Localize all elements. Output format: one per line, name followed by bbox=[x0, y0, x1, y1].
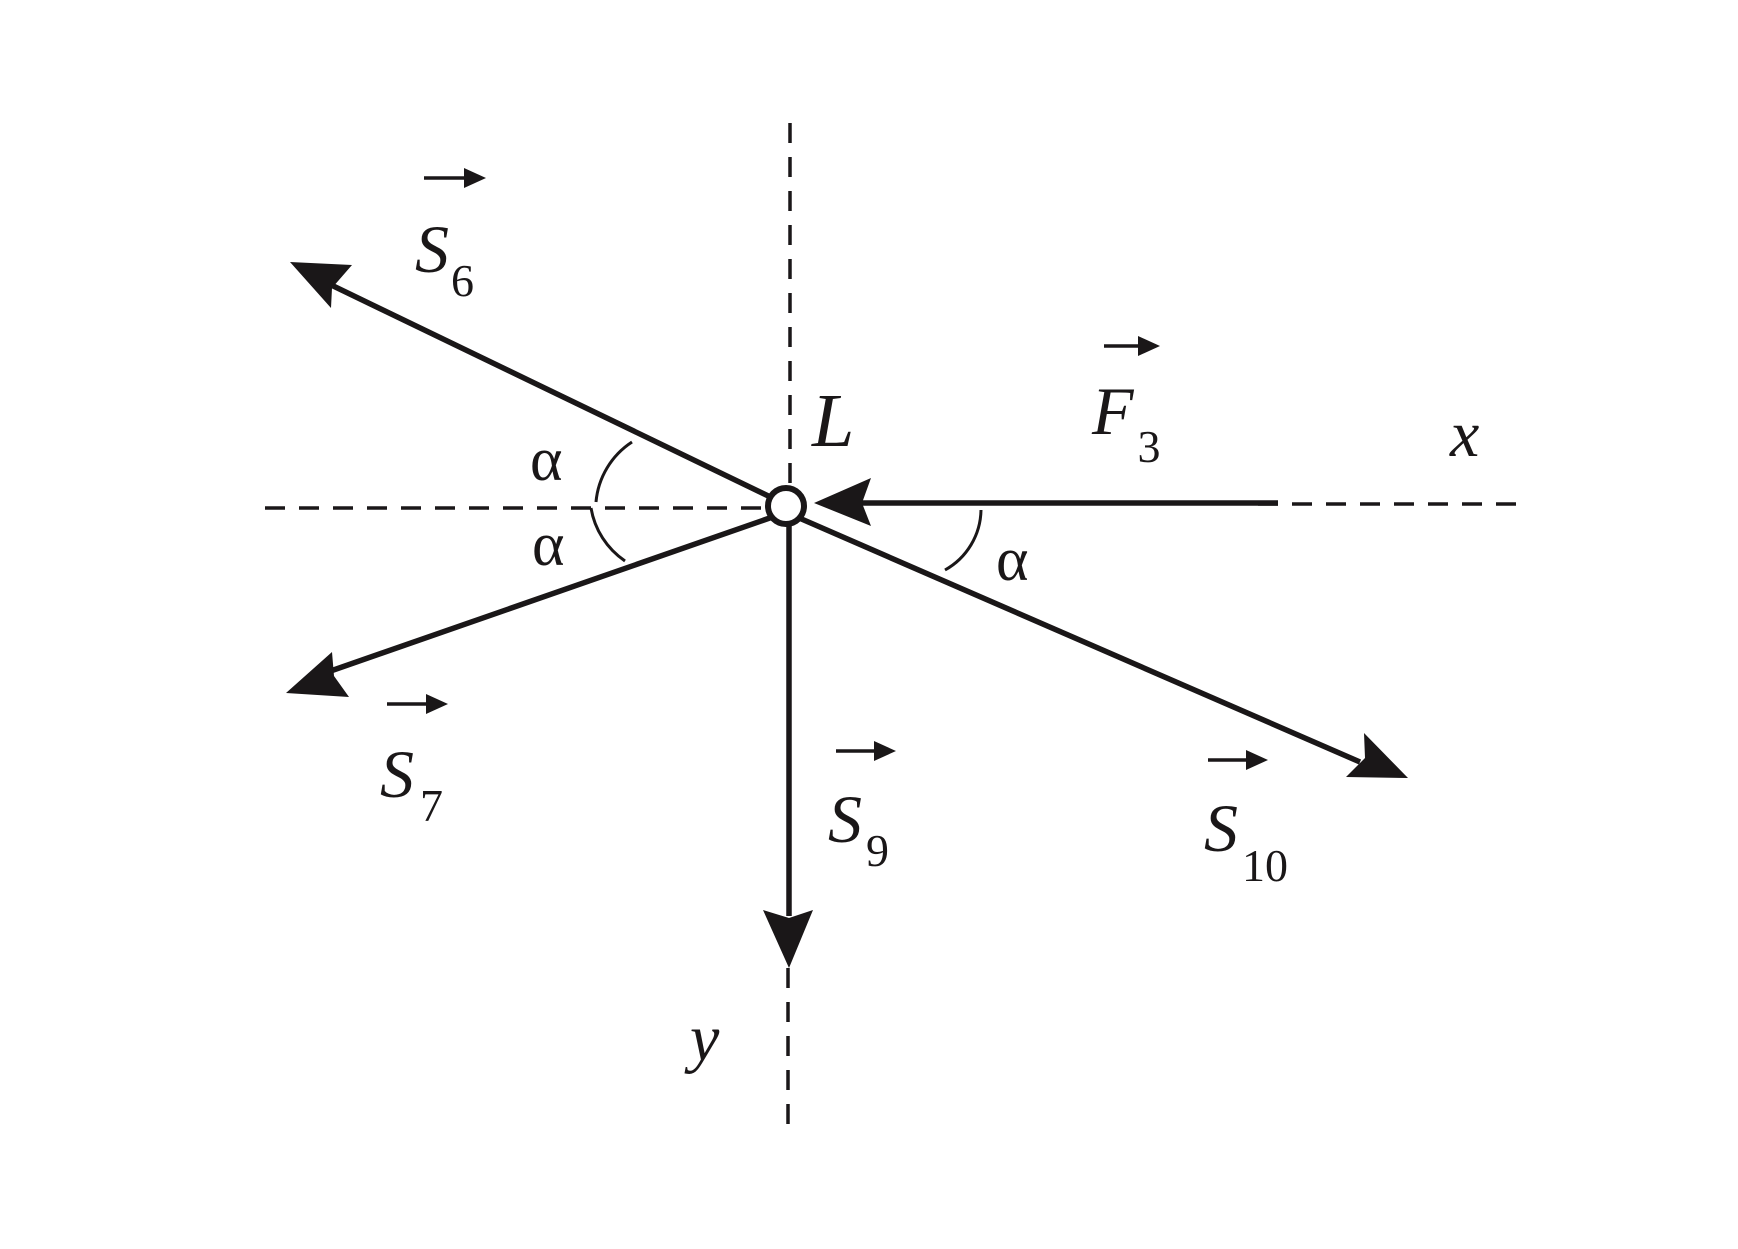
label-S10: S10 bbox=[1204, 790, 1288, 891]
arrowhead-S6 bbox=[290, 262, 352, 308]
angle-label-upper-left: α bbox=[530, 426, 562, 494]
vector-F3 bbox=[814, 478, 1278, 526]
arrowhead-F3 bbox=[814, 478, 871, 526]
angle-arc-lower-left bbox=[589, 507, 626, 563]
arrowhead-S7 bbox=[286, 652, 349, 697]
label-F3: F3 bbox=[1091, 373, 1161, 472]
arrowhead-S10 bbox=[1346, 733, 1408, 778]
accent-arrow-S9 bbox=[836, 741, 896, 761]
angle-arc-right bbox=[944, 509, 983, 572]
node-label: L bbox=[811, 379, 854, 463]
vector-S7 bbox=[286, 509, 788, 697]
arrowhead-S9 bbox=[763, 910, 813, 968]
accent-arrow-F3 bbox=[1104, 336, 1160, 356]
axis-y-label: y bbox=[684, 1002, 720, 1075]
accent-arrow-S10 bbox=[1208, 750, 1268, 770]
node-joint bbox=[765, 485, 807, 527]
angle-label-lower-left: α bbox=[532, 511, 564, 579]
vector-S9 bbox=[763, 520, 813, 968]
accent-arrow-S6 bbox=[424, 168, 486, 188]
vector-S6 bbox=[290, 262, 789, 508]
accent-arrow-S7 bbox=[387, 694, 448, 714]
angle-arc-upper-left bbox=[594, 440, 633, 503]
angle-label-right: α bbox=[996, 526, 1028, 594]
label-S9: S9 bbox=[828, 781, 889, 876]
vector-S10 bbox=[788, 511, 1408, 778]
axis-x-label: x bbox=[1449, 398, 1479, 471]
label-S6: S6 bbox=[415, 211, 474, 306]
